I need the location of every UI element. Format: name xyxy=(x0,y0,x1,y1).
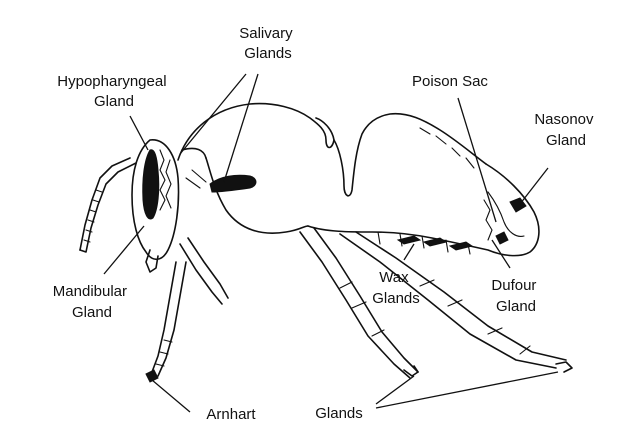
leader-mandibular xyxy=(104,226,144,274)
leader-hypopharyngeal xyxy=(130,116,148,150)
leader-lines xyxy=(104,74,558,412)
bee-illustration xyxy=(80,104,572,382)
label-hypopharyngeal-gland: Hypopharyngeal Gland xyxy=(57,73,170,110)
label-nasonov-gland: Nasonov Gland xyxy=(534,111,597,149)
leader-glands-1 xyxy=(376,376,414,404)
label-glands: Glands xyxy=(315,405,363,422)
label-arnhart: Arnhart xyxy=(206,406,256,423)
leader-dufour xyxy=(492,240,510,268)
label-salivary-glands: Salivary Glands xyxy=(239,25,297,62)
hypopharyngeal-gland-shape xyxy=(143,150,159,219)
label-dufour-gland: Dufour Gland xyxy=(491,277,540,315)
label-mandibular-gland: Mandibular Gland xyxy=(53,283,131,321)
leader-salivary-2 xyxy=(224,74,258,182)
salivary-gland-shape xyxy=(210,175,256,192)
leader-wax xyxy=(404,244,414,260)
label-poison-sac: Poison Sac xyxy=(412,73,488,90)
leader-nasonov xyxy=(520,168,548,204)
leader-glands-2 xyxy=(376,372,558,408)
leader-arnhart xyxy=(152,380,190,412)
antenna xyxy=(80,158,136,252)
head xyxy=(132,140,179,272)
leader-poison-sac xyxy=(458,98,496,222)
